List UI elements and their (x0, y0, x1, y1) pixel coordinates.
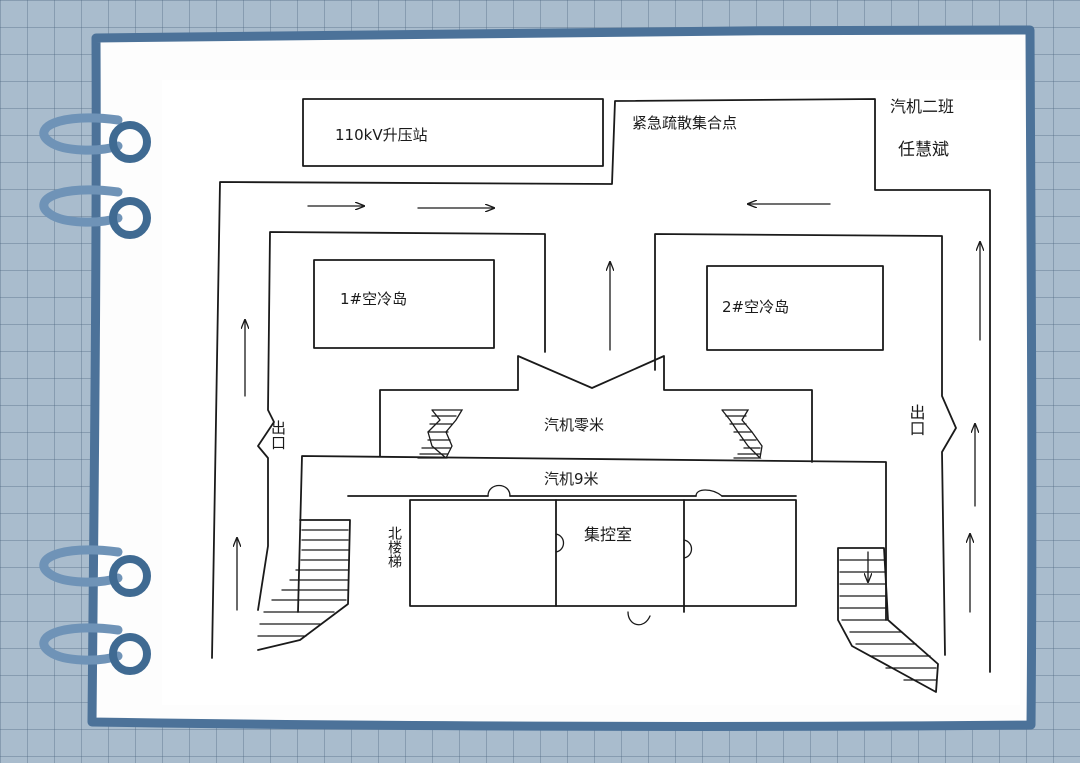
substation-box (302, 98, 604, 167)
left-small-stairs (417, 409, 464, 459)
control-room-box (409, 499, 797, 607)
door-arc (683, 539, 693, 559)
binder-ring-icon (39, 113, 151, 675)
substation-label: 110kV升压站 (335, 126, 428, 144)
exit-left-label: 出口 (269, 420, 287, 450)
outer-walkway (211, 98, 991, 673)
left-small-stairs-steps (419, 415, 457, 455)
control-room-label: 集控室 (584, 525, 632, 544)
assembly-point-label: 紧急疏散集合点 (632, 114, 737, 132)
author-name-label: 任慧斌 (898, 140, 949, 160)
south-stairs-outline (837, 547, 939, 693)
right-small-stairs (721, 409, 763, 459)
exit-right-label: 出口 (907, 404, 926, 436)
inner-building-right (654, 233, 957, 656)
north-stairs-steps (257, 529, 349, 637)
right-small-stairs-steps (725, 415, 761, 455)
evacuation-arrows (237, 204, 980, 613)
sketch-sheet (162, 80, 1020, 705)
door-arc (487, 484, 511, 497)
ac-room-2-label: 2#空冷岛 (722, 298, 789, 316)
inner-building-left (257, 231, 546, 611)
door-arc (627, 611, 651, 626)
door-arc (695, 489, 723, 497)
turbine-nine-label: 汽机9米 (544, 470, 599, 488)
door-arc (555, 533, 565, 553)
ac-room-1-label: 1#空冷岛 (340, 290, 407, 308)
north-stairs-outline (257, 519, 351, 651)
ac-room-2-box (706, 265, 884, 351)
control-room-partition (555, 499, 685, 613)
turbine-zero-level (379, 355, 813, 463)
turbine-zero-label: 汽机零米 (544, 416, 604, 434)
author-team-label: 汽机二班 (890, 97, 954, 116)
ac-room-1-box (313, 259, 495, 349)
south-stairs-steps (839, 559, 937, 681)
turbine-nine-level (297, 455, 887, 621)
